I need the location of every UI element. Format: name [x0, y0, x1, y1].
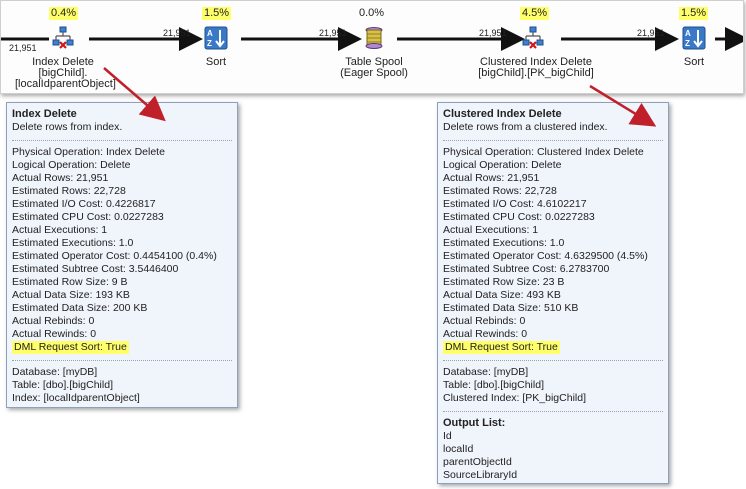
- output-column: localId: [443, 443, 474, 455]
- dml-request-sort-highlight: DML Request Sort: True: [443, 341, 560, 354]
- sort-icon[interactable]: A Z: [682, 26, 706, 50]
- annotation-arrow-right: [589, 84, 657, 127]
- output-column: parentObjectId: [443, 456, 512, 468]
- tooltip-property: Estimated Executions: 1.0: [443, 237, 565, 249]
- tooltip-property: Logical Operation: Delete: [12, 159, 131, 171]
- row-count-label: 21,951: [637, 28, 665, 38]
- tooltip-property: Actual Rewinds: 0: [12, 328, 97, 340]
- tooltip-property: Estimated Row Size: 23 B: [443, 276, 565, 288]
- tooltip-property: Estimated I/O Cost: 4.6102217: [443, 198, 587, 210]
- tooltip-property: Estimated Operator Cost: 0.4454100 (0.4%…: [12, 250, 217, 262]
- operator-label-table-spool: Table Spool (Eager Spool): [340, 56, 408, 79]
- operator-label-clustered-index-delete: Clustered Index Delete [bigChild].[PK_bi…: [478, 56, 594, 79]
- dml-request-sort-highlight: DML Request Sort: True: [12, 341, 129, 354]
- tooltip-description: Delete rows from a clustered index.: [443, 121, 608, 133]
- tooltip-property: Actual Executions: 1: [12, 224, 108, 236]
- svg-text:Z: Z: [207, 39, 212, 48]
- tooltip-property: Estimated CPU Cost: 0.0227283: [443, 211, 595, 223]
- tooltip-property: Physical Operation: Clustered Index Dele…: [443, 146, 644, 158]
- tooltip-object: Database: [myDB]: [443, 366, 529, 378]
- tooltip-property: Estimated Rows: 22,728: [443, 185, 557, 197]
- tooltip-property: Estimated Data Size: 200 KB: [12, 302, 148, 314]
- row-count-label: 21,951: [479, 28, 507, 38]
- tooltip-property: Estimated Operator Cost: 4.6329500 (4.5%…: [443, 250, 648, 262]
- tooltip-properties: Physical Operation: Index Delete Logical…: [12, 146, 232, 354]
- tooltip-index-delete: Index Delete Delete rows from index. Phy…: [6, 102, 238, 408]
- output-column: Id: [443, 430, 452, 442]
- tooltip-property: Actual Executions: 1: [443, 224, 539, 236]
- tooltip-property: Logical Operation: Delete: [443, 159, 562, 171]
- execution-plan-strip: 21,951 21,951 21,951 21,951 21,951 0.4% …: [0, 0, 744, 94]
- output-list-title: Output List:: [443, 417, 506, 429]
- tooltip-property: Actual Data Size: 493 KB: [443, 289, 561, 301]
- plan-arrows: [1, 27, 743, 51]
- row-count-label: 21,951: [9, 43, 37, 53]
- svg-text:A: A: [685, 29, 691, 38]
- index-delete-icon[interactable]: [51, 26, 75, 50]
- clustered-index-delete-icon[interactable]: [521, 26, 545, 50]
- annotation-arrow-left: [103, 67, 166, 122]
- tooltip-property: Actual Rebinds: 0: [12, 315, 95, 327]
- tooltip-property: Estimated Subtree Cost: 3.5446400: [12, 263, 179, 275]
- tooltip-property: Estimated Row Size: 9 B: [12, 276, 128, 288]
- operator-cost-badge: 1.5%: [679, 7, 709, 20]
- tooltip-property: Estimated I/O Cost: 0.4226817: [12, 198, 156, 210]
- table-spool-icon[interactable]: [362, 26, 386, 50]
- operator-label-sort: Sort: [205, 56, 227, 68]
- output-column: SourceLibraryId: [443, 469, 518, 481]
- operator-cost-badge: 0.0%: [359, 7, 385, 19]
- tooltip-property: Estimated Data Size: 510 KB: [443, 302, 579, 314]
- tooltip-title: Clustered Index Delete: [443, 108, 562, 120]
- tooltip-object: Database: [myDB]: [12, 366, 98, 378]
- operator-cost-badge: 1.5%: [202, 7, 232, 20]
- tooltip-title: Index Delete: [12, 108, 77, 120]
- row-count-label: 21,951: [163, 28, 191, 38]
- tooltip-property: Actual Data Size: 193 KB: [12, 289, 130, 301]
- tooltip-description: Delete rows from index.: [12, 121, 123, 133]
- tooltip-property: Physical Operation: Index Delete: [12, 146, 165, 158]
- tooltip-property: Estimated Executions: 1.0: [12, 237, 134, 249]
- tooltip-property: Actual Rows: 21,951: [12, 172, 109, 184]
- tooltip-properties: Physical Operation: Clustered Index Dele…: [443, 146, 663, 354]
- operator-label-sort: Sort: [683, 56, 705, 68]
- tooltip-object: Clustered Index: [PK_bigChild]: [443, 392, 586, 404]
- tooltip-property: Estimated Rows: 22,728: [12, 185, 126, 197]
- tooltip-property: Actual Rebinds: 0: [443, 315, 526, 327]
- operator-cost-badge: 0.4%: [49, 7, 79, 20]
- tooltip-property: Estimated CPU Cost: 0.0227283: [12, 211, 164, 223]
- svg-text:Z: Z: [685, 39, 690, 48]
- svg-text:A: A: [207, 29, 213, 38]
- row-count-label: 21,951: [319, 28, 347, 38]
- sort-icon[interactable]: A Z: [204, 26, 228, 50]
- tooltip-clustered-index-delete: Clustered Index Delete Delete rows from …: [437, 102, 669, 484]
- tooltip-object: Table: [dbo].[bigChild]: [443, 379, 544, 391]
- tooltip-property: Actual Rewinds: 0: [443, 328, 528, 340]
- tooltip-property: Estimated Subtree Cost: 6.2783700: [443, 263, 610, 275]
- tooltip-object: Index: [localIdparentObject]: [12, 392, 140, 404]
- operator-label-index-delete: Index Delete [bigChild]. [localIdparentO…: [15, 56, 116, 90]
- operator-cost-badge: 4.5%: [520, 7, 550, 20]
- tooltip-object: Table: [dbo].[bigChild]: [12, 379, 113, 391]
- tooltip-property: Actual Rows: 21,951: [443, 172, 540, 184]
